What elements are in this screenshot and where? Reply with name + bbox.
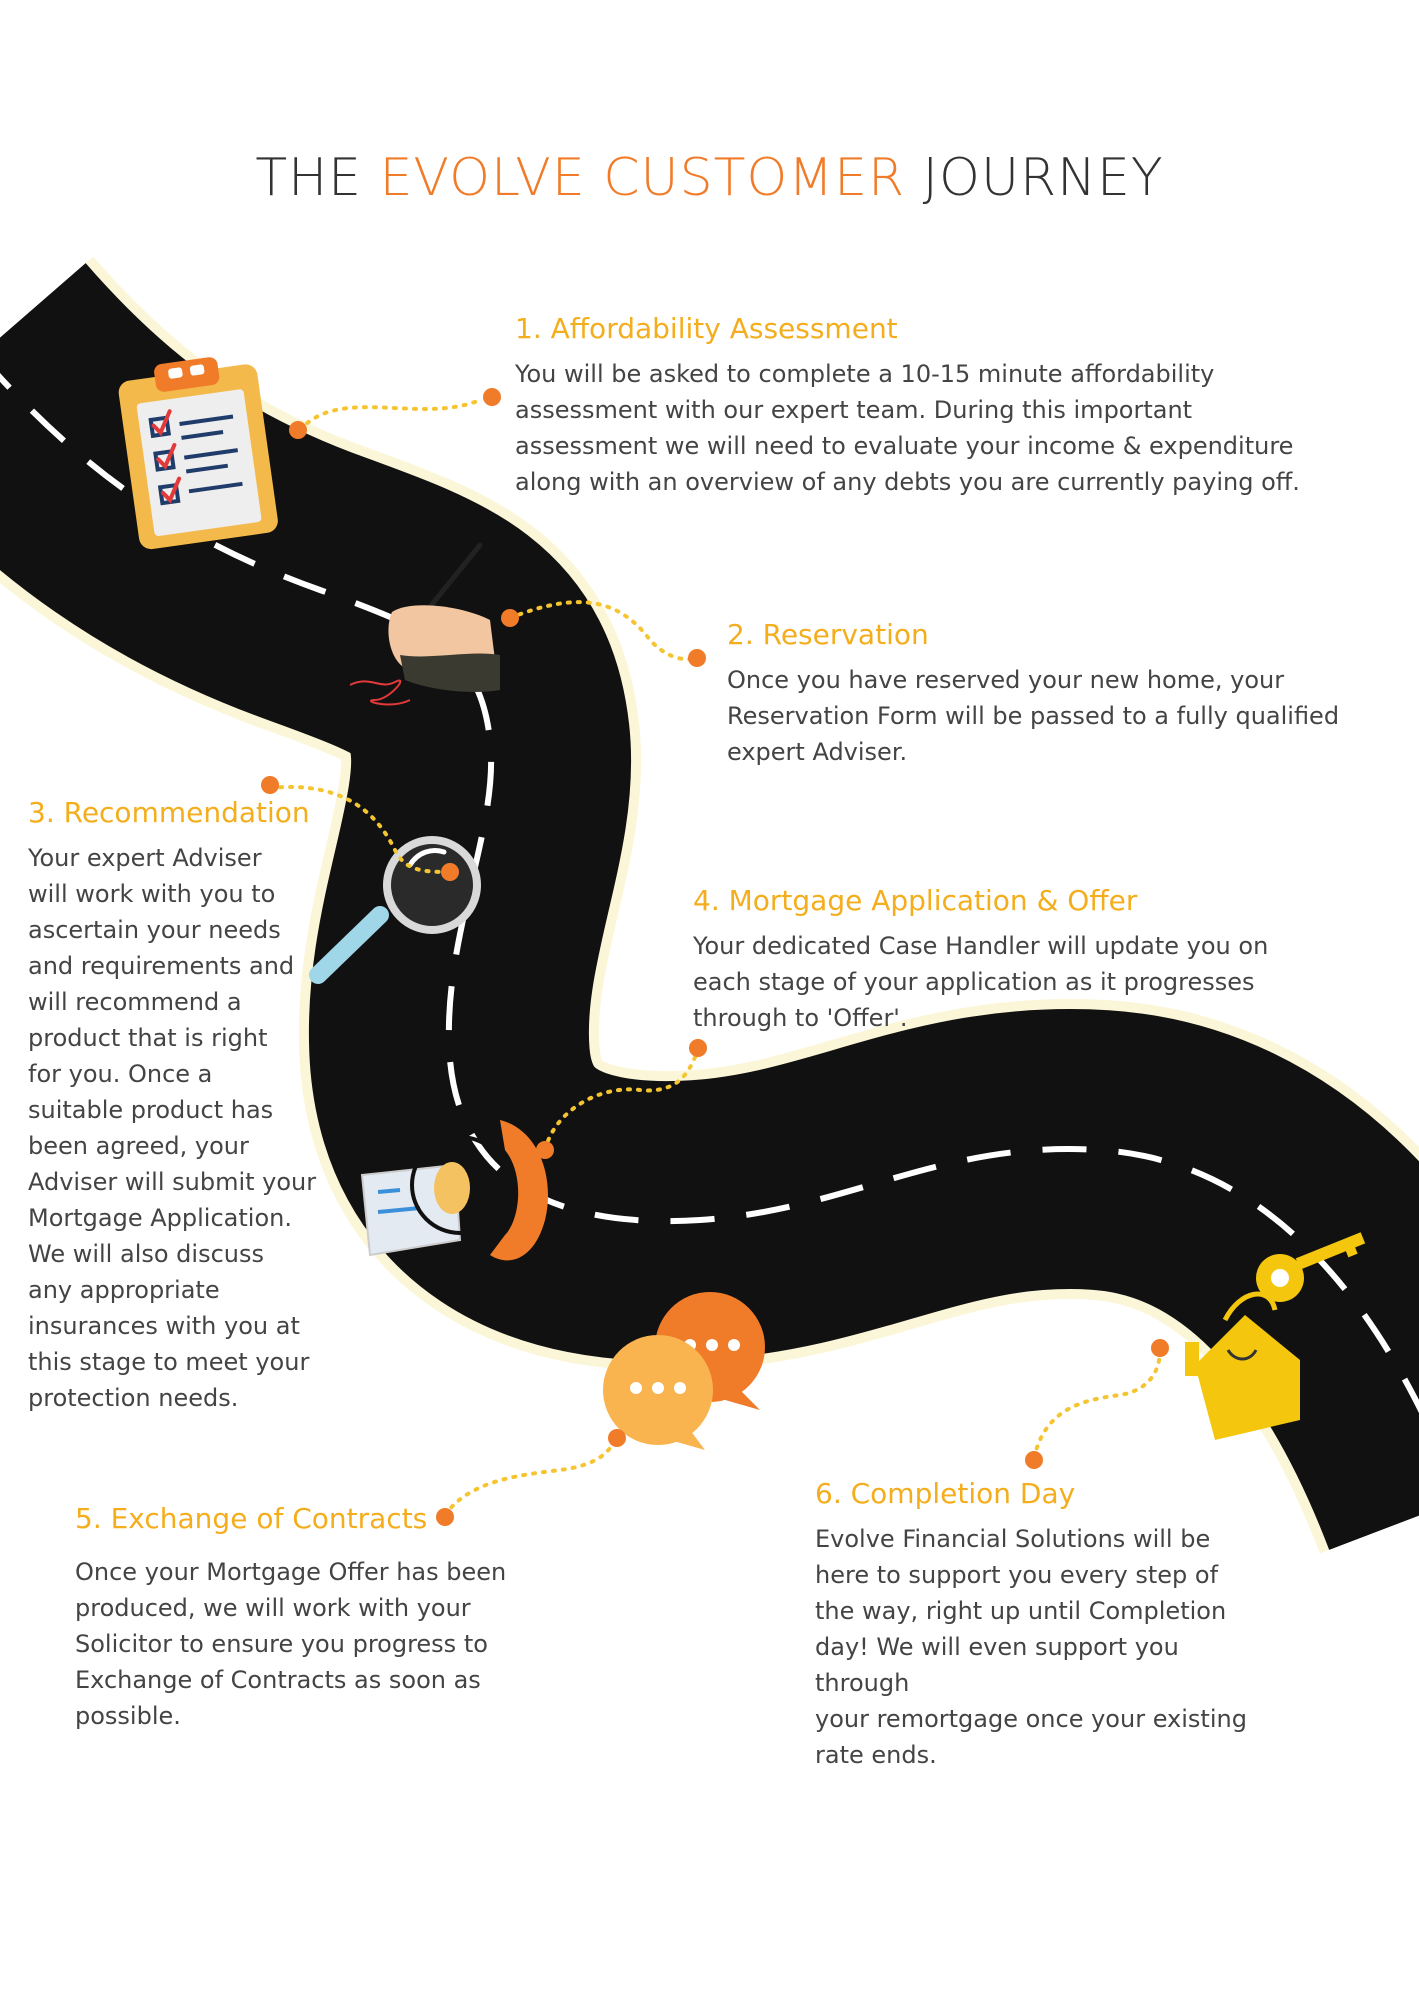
step-heading: 2. Reservation (727, 618, 929, 651)
magnifying-glass-icon (309, 836, 481, 984)
signing-hand-icon (349, 542, 500, 706)
step-recommendation: 3. Recommendation Your expert Adviser wi… (28, 796, 328, 1416)
step-heading: 6. Completion Day (815, 1477, 1076, 1510)
house-key-icon (1185, 1232, 1366, 1440)
step-heading: 3. Recommendation (28, 796, 310, 829)
step-heading: 4. Mortgage Application & Offer (693, 884, 1138, 917)
step-body: Your expert Adviser will work with you t… (28, 844, 317, 1412)
step-exchange-of-contracts: 5. Exchange of Contracts Once your Mortg… (75, 1502, 595, 1734)
step-heading: 1. Affordability Assessment (515, 312, 898, 345)
page-title: THE EVOLVE CUSTOMER JOURNEY (0, 148, 1419, 208)
step-completion-day: 6. Completion Day Evolve Financial Solut… (815, 1477, 1335, 1773)
connectors (268, 398, 1162, 1517)
phone-icon (360, 1120, 548, 1261)
title-suffix: JOURNEY (905, 148, 1164, 208)
step-affordability-assessment: 1. Affordability Assessment You will be … (515, 312, 1395, 500)
step-heading: 5. Exchange of Contracts (75, 1502, 428, 1535)
step-body: Evolve Financial Solutions will be here … (815, 1525, 1247, 1769)
title-accent: EVOLVE CUSTOMER (379, 148, 906, 208)
clipboard-icon (118, 357, 278, 550)
chat-bubbles-icon (603, 1292, 765, 1450)
step-body: You will be asked to complete a 10-15 mi… (515, 360, 1300, 496)
step-body: Your dedicated Case Handler will update … (693, 932, 1269, 1032)
connector-dots (261, 388, 1169, 1526)
step-body: Once you have reserved your new home, yo… (727, 666, 1340, 766)
road (0, 255, 1419, 1555)
step-reservation: 2. Reservation Once you have reserved yo… (727, 618, 1387, 770)
step-body: Once your Mortgage Offer has been produc… (75, 1558, 507, 1730)
title-prefix: THE (255, 148, 380, 208)
step-mortgage-application-offer: 4. Mortgage Application & Offer Your ded… (693, 884, 1383, 1036)
